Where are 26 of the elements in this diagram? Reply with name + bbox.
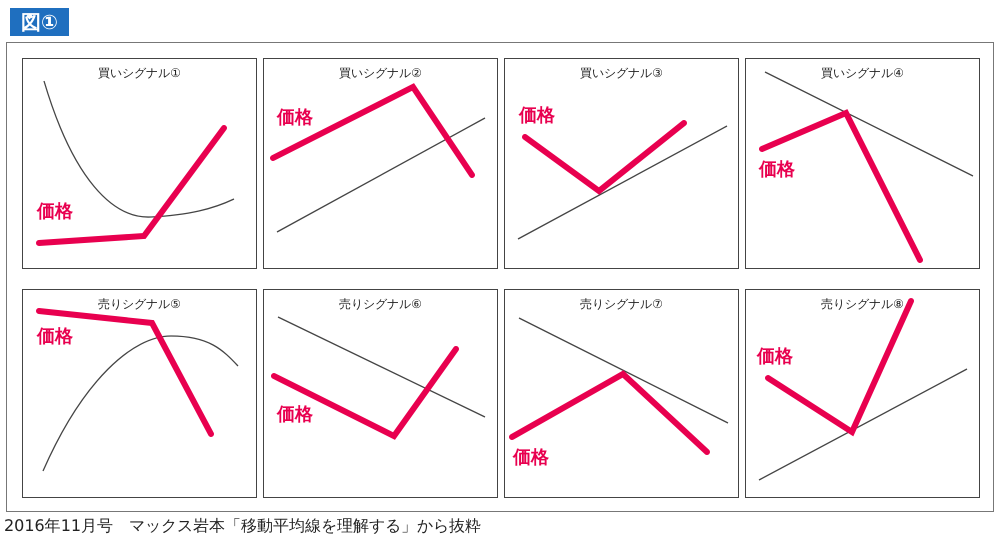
panel-title: 売りシグナル⑤ [98, 296, 181, 313]
chart-panel [745, 289, 980, 498]
panel-title: 売りシグナル⑥ [339, 296, 422, 313]
chart-panel [745, 58, 980, 269]
panel-title: 買いシグナル③ [580, 65, 663, 82]
panel-title: 買いシグナル① [98, 65, 181, 82]
price-label: 価格 [277, 403, 313, 426]
price-label: 価格 [757, 345, 793, 368]
chart-panel [263, 58, 498, 269]
price-label: 価格 [277, 106, 313, 129]
price-label: 価格 [37, 325, 73, 348]
price-label: 価格 [37, 200, 73, 223]
chart-panel [504, 58, 739, 269]
chart-panel [22, 58, 257, 269]
figure-title: 図① [10, 8, 69, 36]
panel-title: 買いシグナル② [339, 65, 422, 82]
panel-title: 売りシグナル⑦ [580, 296, 663, 313]
price-label: 価格 [519, 104, 555, 127]
caption: 2016年11月号 マックス岩本「移動平均線を理解する」から抜粋 [4, 516, 482, 537]
panel-title: 売りシグナル⑧ [821, 296, 904, 313]
chart-panel [22, 289, 257, 498]
chart-panel [263, 289, 498, 498]
panel-title: 買いシグナル④ [821, 65, 904, 82]
price-label: 価格 [513, 446, 549, 469]
chart-panel [504, 289, 739, 498]
price-label: 価格 [759, 158, 795, 181]
